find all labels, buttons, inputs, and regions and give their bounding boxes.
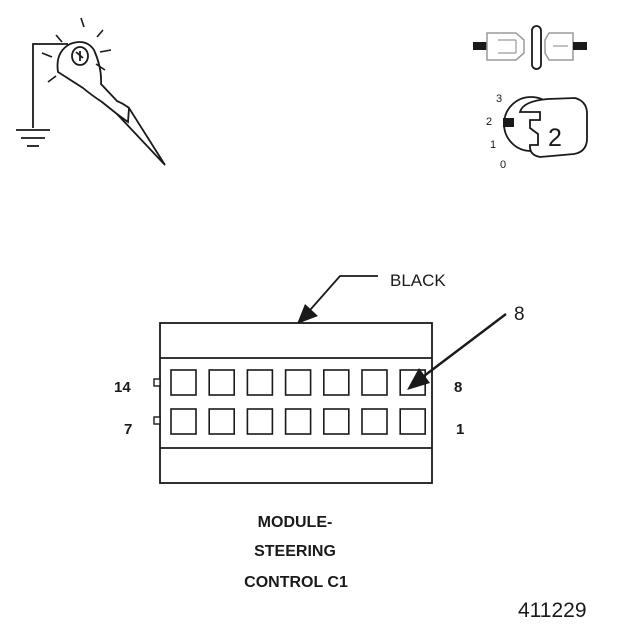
- test-lamp-body: [56, 41, 166, 166]
- cavity-bottom-1: [170, 408, 197, 435]
- pin-label-top-left: 14: [114, 379, 131, 396]
- color-leader: [297, 275, 378, 324]
- connector-color-label: BLACK: [390, 271, 446, 290]
- cavity-top-1: [170, 369, 197, 396]
- cavity-bottom-4: [284, 408, 312, 435]
- ignition-position-2: 2: [486, 116, 492, 128]
- pin-pointer-arrow: [407, 313, 507, 390]
- pointer-pin-label: 8: [514, 304, 525, 325]
- cavity-bottom-5: [322, 408, 350, 435]
- test-lamp-lead: [32, 43, 68, 128]
- pin-label-top-right: 8: [454, 379, 462, 396]
- ignition-position-0: 0: [500, 159, 506, 171]
- figure-number: 411229: [518, 599, 587, 622]
- cavity-bottom-2: [208, 408, 235, 435]
- caption-line-3: CONTROL C1: [244, 574, 348, 591]
- cavity-top-5: [322, 369, 350, 396]
- cavity-top-2: [208, 369, 235, 396]
- pin-label-bottom-right: 1: [456, 421, 464, 438]
- cavity-top-4: [284, 369, 312, 396]
- caption-line-1: MODULE-: [258, 514, 333, 531]
- ground-symbol-icon: [16, 129, 50, 147]
- test-lamp-icon: [16, 17, 166, 166]
- ignition-position-3: 3: [496, 93, 502, 105]
- ignition-key-position: 2: [548, 124, 562, 152]
- lamp-glow-rays: [41, 17, 112, 83]
- cavity-top-6: [361, 369, 388, 396]
- pin-label-bottom-left: 7: [124, 421, 132, 438]
- ignition-key-icon: 3 2 1 0 2: [486, 93, 588, 171]
- ignition-position-1: 1: [490, 139, 496, 151]
- connector-disconnected-icon: [473, 25, 587, 70]
- ignition-indicator-mark: [503, 118, 514, 127]
- connector-face: [153, 322, 433, 484]
- caption-line-2: STEERING: [254, 543, 336, 560]
- cavity-top-3: [246, 369, 274, 396]
- cavity-bottom-3: [246, 408, 274, 435]
- cavity-bottom-6: [361, 408, 388, 435]
- cavity-bottom-7: [399, 408, 427, 435]
